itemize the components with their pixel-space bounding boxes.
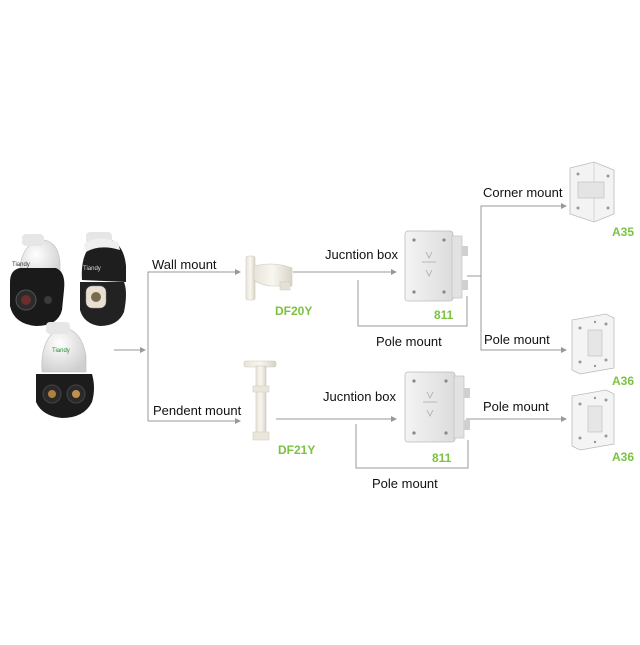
label-pendent-mount: Pendent mount: [153, 403, 242, 418]
label-wall-mount: Wall mount: [152, 257, 217, 272]
ptz-camera-white-2: Tiandy: [36, 322, 94, 418]
code-box-top: 811: [434, 308, 454, 322]
ptz-camera-white-1: Tiandy: [10, 234, 65, 326]
junction-box-top: [404, 230, 468, 302]
label-pole-mount-a36-top: Pole mount: [484, 332, 550, 347]
df20y-wall-bracket: [245, 255, 293, 301]
a36-pole-mount-bottom: [571, 389, 615, 451]
label-pole-mount-df20y: Pole mount: [376, 334, 442, 349]
a36-pole-mount-top: [571, 313, 615, 375]
connector-corner-mount: [467, 203, 567, 277]
code-a36-top: A36: [612, 374, 635, 388]
code-a36-bottom: A36: [612, 450, 635, 464]
label-pole-mount-a36-bottom: Pole mount: [483, 399, 549, 414]
label-junction-box-top: Jucntion box: [325, 247, 398, 262]
ptz-camera-black: Tiandy: [80, 232, 126, 326]
camera-brand-2: Tiandy: [83, 266, 101, 272]
df21y-pendent-bracket: [243, 360, 277, 441]
connector-wall-mount: [147, 269, 241, 421]
label-corner-mount: Corner mount: [483, 185, 563, 200]
connector-df21y-pole: [355, 424, 469, 469]
code-df20y: DF20Y: [275, 304, 313, 318]
code-a35: A35: [612, 225, 635, 239]
code-df21y: DF21Y: [278, 443, 316, 457]
label-pole-mount-df21y: Pole mount: [372, 476, 438, 491]
connector-pole-mount-a36: [480, 276, 567, 353]
code-box-bottom: 811: [432, 451, 452, 465]
connector-df20y-pole: [357, 280, 468, 327]
junction-box-bottom: [404, 371, 470, 443]
camera-brand-1: Tiandy: [12, 262, 30, 268]
a35-corner-mount: [569, 161, 615, 223]
label-junction-box-bottom: Jucntion box: [323, 389, 396, 404]
camera-brand-3: Tiandy: [52, 348, 70, 354]
